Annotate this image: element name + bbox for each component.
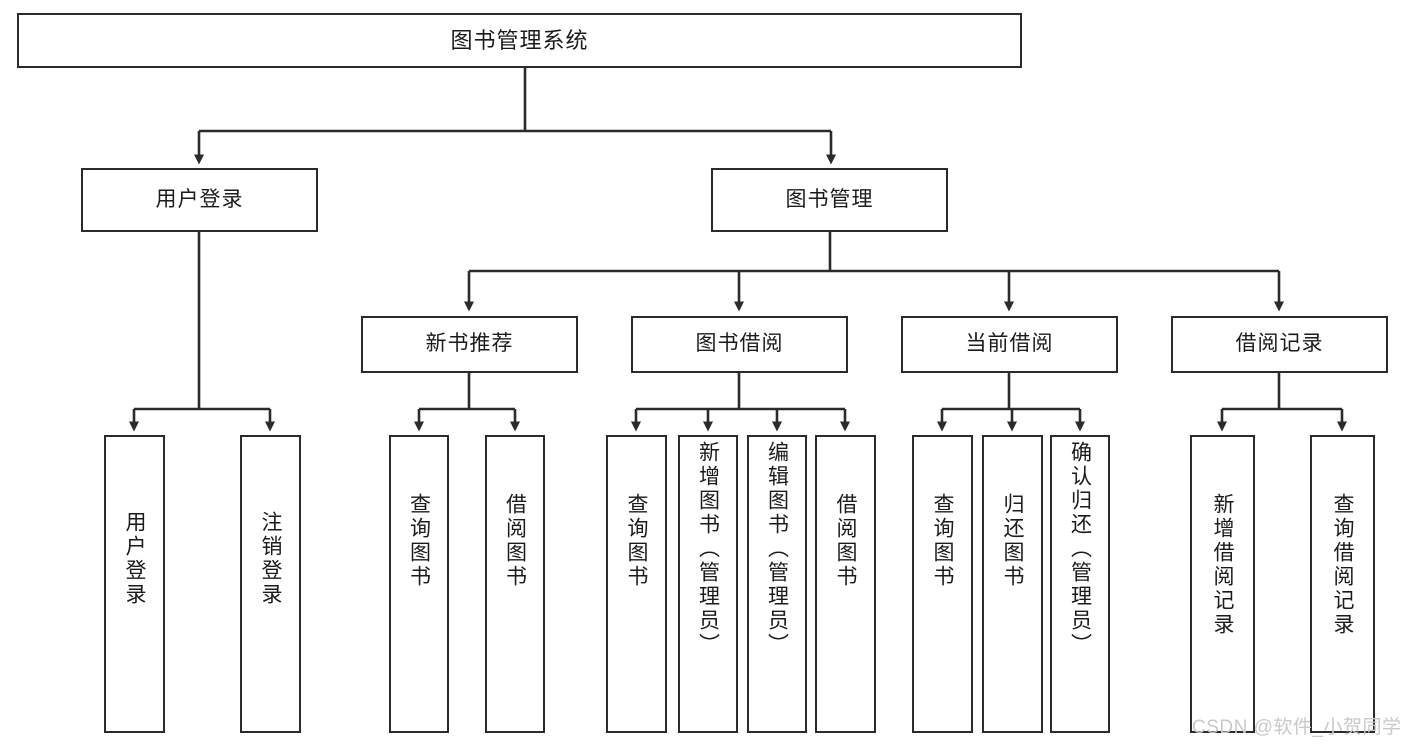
csdn-watermark: CSDN @软件_小贺同学 <box>1192 717 1402 738</box>
node-leaf-query-book-1-label: 查询图书 <box>407 493 431 589</box>
node-leaf-query-book-3-label: 查询图书 <box>931 493 954 589</box>
node-leaf-user-logout-label: 注销登录 <box>259 511 282 607</box>
node-leaf-query-book-2-label: 查询图书 <box>625 493 648 589</box>
node-leaf-confirm-return[interactable]: 确认归还（管理员） <box>1050 435 1110 733</box>
node-leaf-query-borrow-record-label: 查询借阅记录 <box>1331 493 1354 637</box>
node-leaf-borrow-book-2-label: 借阅图书 <box>834 493 857 589</box>
node-leaf-user-login[interactable]: 用户登录 <box>104 435 165 733</box>
node-root-label: 图书管理系统 <box>450 27 589 53</box>
node-leaf-edit-book-label: 编辑图书（管理员） <box>765 441 789 657</box>
node-borrow-record[interactable]: 借阅记录 <box>1171 316 1388 373</box>
node-book-manage[interactable]: 图书管理 <box>711 168 948 232</box>
node-current-borrow-label: 当前借阅 <box>965 332 1054 356</box>
node-leaf-user-logout[interactable]: 注销登录 <box>240 435 301 733</box>
node-leaf-return-book-label: 归还图书 <box>1001 493 1024 589</box>
node-leaf-confirm-return-label: 确认归还（管理员） <box>1068 441 1092 657</box>
node-leaf-add-borrow-record-label: 新增借阅记录 <box>1211 493 1234 637</box>
node-leaf-user-login-label: 用户登录 <box>123 511 146 607</box>
node-leaf-query-book-3[interactable]: 查询图书 <box>912 435 973 733</box>
node-leaf-query-borrow-record[interactable]: 查询借阅记录 <box>1310 435 1375 733</box>
node-leaf-query-book-2[interactable]: 查询图书 <box>606 435 667 733</box>
node-new-book-recommend-label: 新书推荐 <box>425 332 514 356</box>
node-leaf-borrow-book-1[interactable]: 借阅图书 <box>485 435 545 733</box>
node-leaf-add-borrow-record[interactable]: 新增借阅记录 <box>1190 435 1255 733</box>
node-leaf-query-book-1[interactable]: 查询图书 <box>389 435 449 733</box>
node-leaf-add-book[interactable]: 新增图书（管理员） <box>678 435 738 733</box>
node-current-borrow[interactable]: 当前借阅 <box>901 316 1118 373</box>
node-leaf-edit-book[interactable]: 编辑图书（管理员） <box>747 435 807 733</box>
node-borrow-record-label: 借阅记录 <box>1235 332 1324 356</box>
node-book-manage-label: 图书管理 <box>785 187 874 211</box>
node-user-login[interactable]: 用户登录 <box>81 168 318 232</box>
node-root[interactable]: 图书管理系统 <box>17 13 1022 68</box>
node-leaf-borrow-book-2[interactable]: 借阅图书 <box>815 435 876 733</box>
node-leaf-return-book[interactable]: 归还图书 <box>982 435 1043 733</box>
node-book-borrow[interactable]: 图书借阅 <box>631 316 848 373</box>
node-new-book-recommend[interactable]: 新书推荐 <box>361 316 578 373</box>
node-leaf-borrow-book-1-label: 借阅图书 <box>503 493 527 589</box>
node-book-borrow-label: 图书借阅 <box>695 332 784 356</box>
node-user-login-label: 用户登录 <box>155 187 244 211</box>
node-leaf-add-book-label: 新增图书（管理员） <box>696 441 720 657</box>
